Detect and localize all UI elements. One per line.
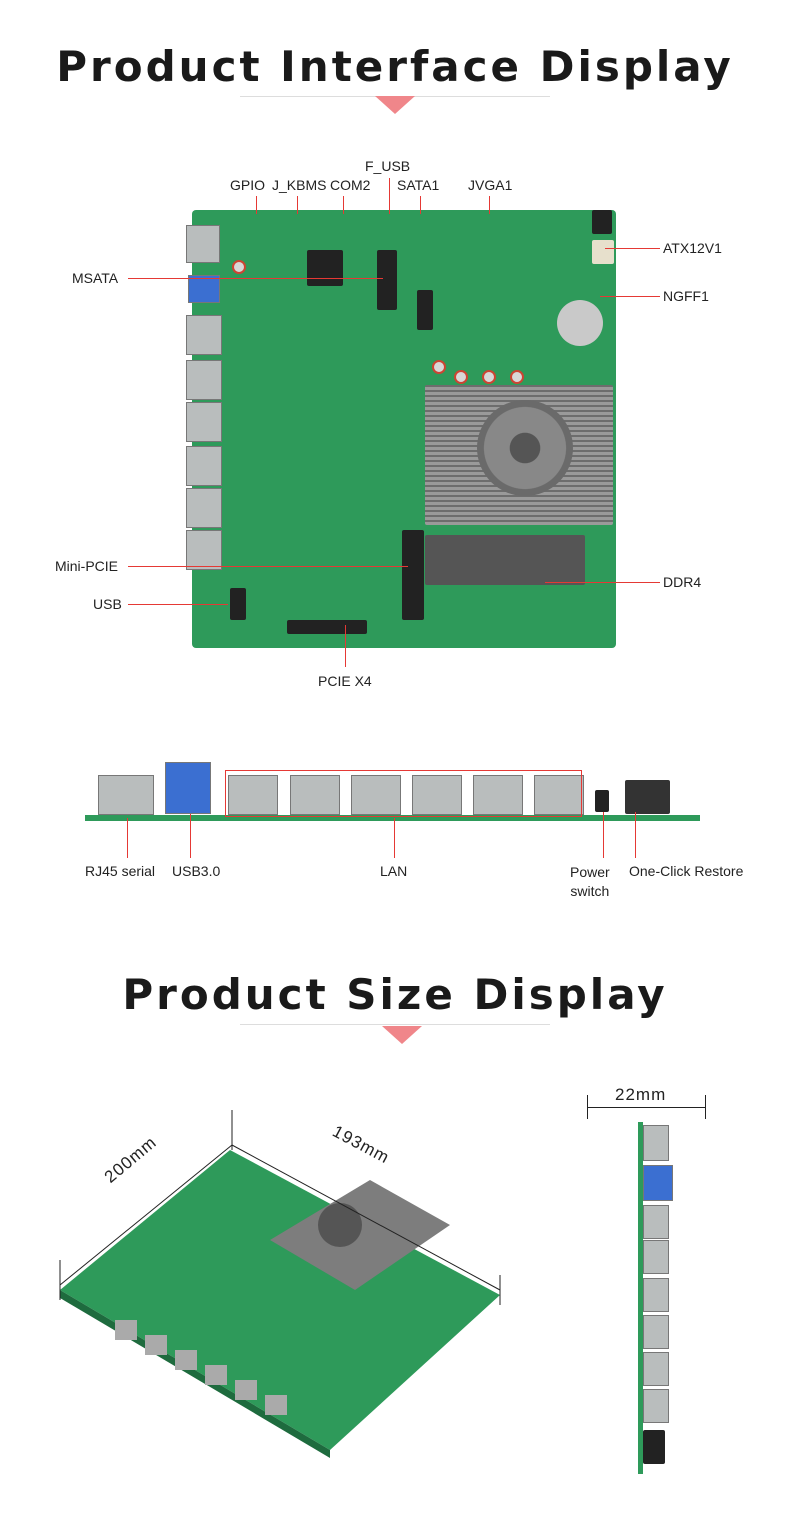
motherboard-isometric-view [59,1110,501,1458]
label-lan: LAN [380,863,408,879]
label-one-click-restore: One-Click Restore [629,863,744,879]
interface-title: Product Interface Display [56,42,734,91]
label-usb30: USB3.0 [172,863,221,879]
label-msata: MSATA [72,270,119,286]
label-j-kbms: J_KBMS [272,177,327,193]
label-pcie-x4: PCIE X4 [318,673,372,689]
label-f-usb: F_USB [365,158,411,174]
label-ddr4: DDR4 [663,574,702,590]
label-jvga1: JVGA1 [468,177,513,193]
dimension-height: 22mm [615,1085,667,1104]
label-rj45-serial: RJ45 serial [85,863,156,879]
label-usb: USB [93,596,122,612]
label-ngff1: NGFF1 [663,288,709,304]
size-title: Product Size Display [122,970,668,1019]
label-sata1: SATA1 [397,177,440,193]
label-power-switch: Power switch [570,864,610,899]
label-gpio: GPIO [230,177,266,193]
arrow-down-icon [382,1026,422,1044]
label-atx12v1: ATX12V1 [663,240,722,256]
arrow-down-icon [375,96,415,114]
label-com2: COM2 [330,177,371,193]
label-mini-pcie: Mini-PCIE [55,558,119,574]
divider [240,1024,550,1025]
motherboard-top-view [186,210,616,648]
